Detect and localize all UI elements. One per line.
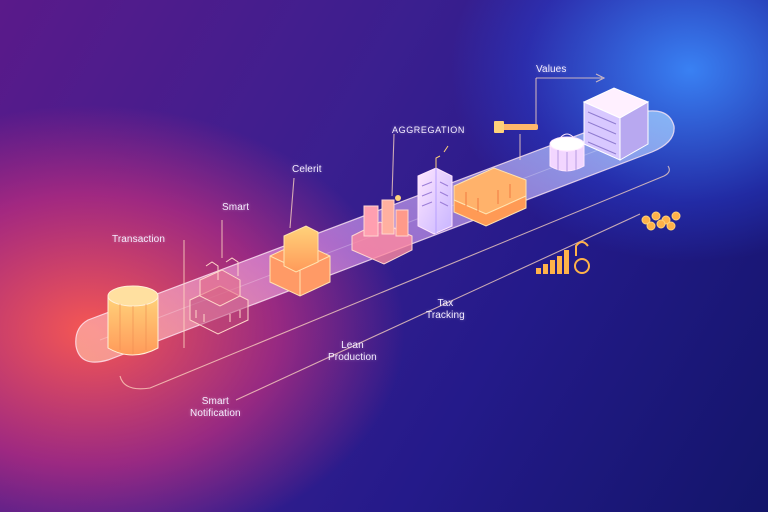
bar-chart-icon: [536, 241, 590, 274]
label-lean-production: Lean Production: [328, 340, 377, 363]
storage-tank-icon: [549, 133, 585, 172]
label-aggregation: AGGREGATION: [392, 125, 465, 135]
factory-icon: [189, 257, 249, 335]
label-smart-notification: Smart Notification: [190, 396, 241, 419]
city-buildings-icon: [351, 195, 413, 265]
label-celerit: Celerit: [292, 164, 322, 175]
crate-icon: [269, 225, 331, 297]
cylinder-icon: [107, 285, 159, 356]
coins-icon: [641, 211, 681, 231]
connector-lines: [119, 73, 670, 401]
server-cube-icon: [582, 87, 650, 161]
tower-icon: [417, 145, 453, 235]
label-transaction: Transaction: [112, 234, 165, 245]
hammer-icon: [494, 121, 538, 133]
label-values: Values: [536, 64, 567, 75]
label-tax-tracking: Tax Tracking: [426, 298, 465, 321]
label-smart: Smart: [222, 202, 250, 213]
shipping-containers-icon: [453, 167, 527, 227]
